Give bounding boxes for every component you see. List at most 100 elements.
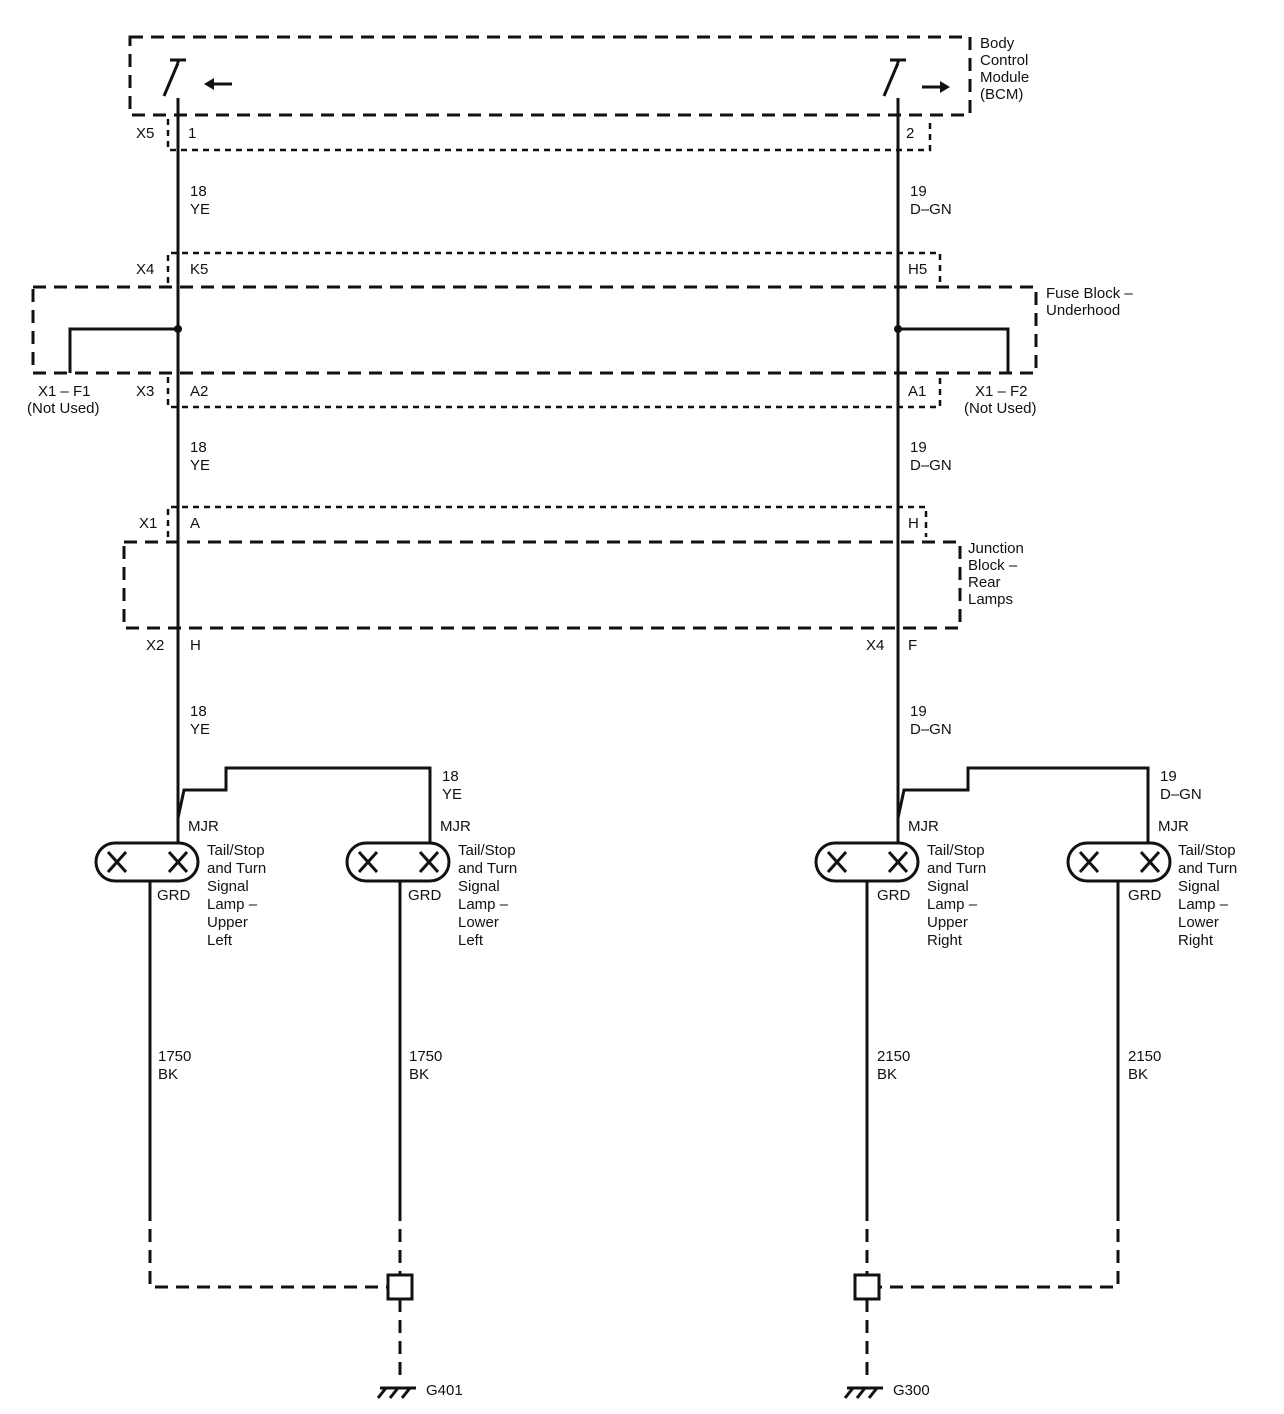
ground-g300-icon: G300: [843, 1382, 930, 1399]
lamp-bulb-icon: [826, 850, 848, 874]
svg-text:(Not Used): (Not Used): [27, 400, 100, 417]
svg-text:18: 18: [190, 703, 207, 720]
svg-text:D–GN: D–GN: [910, 721, 952, 738]
svg-text:Lamp –: Lamp –: [207, 896, 258, 913]
svg-text:Control: Control: [980, 52, 1028, 69]
svg-text:YE: YE: [190, 457, 210, 474]
svg-text:Right: Right: [1178, 932, 1214, 949]
lamp-upper-left: MJR GRD Tail/Stop and Turn Signal Lamp –…: [94, 818, 266, 949]
svg-text:Lamp –: Lamp –: [1178, 896, 1229, 913]
svg-text:2: 2: [906, 125, 914, 142]
svg-text:Rear: Rear: [968, 574, 1001, 591]
svg-text:and Turn: and Turn: [458, 860, 517, 877]
svg-text:Tail/Stop: Tail/Stop: [458, 842, 516, 859]
svg-text:BK: BK: [158, 1066, 178, 1083]
wire-right-splice: [896, 766, 1150, 845]
svg-text:D–GN: D–GN: [910, 201, 952, 218]
arrow-right-icon: [940, 81, 950, 93]
fuse-top-connector: [166, 251, 942, 283]
svg-text:GRD: GRD: [1128, 887, 1162, 904]
junction-block: X1 A H Junction Block – Rear Lamps X2 H …: [122, 505, 1024, 654]
svg-text:Lamp –: Lamp –: [927, 896, 978, 913]
svg-text:MJR: MJR: [908, 818, 939, 835]
svg-text:A1: A1: [908, 383, 926, 400]
svg-text:MJR: MJR: [188, 818, 219, 835]
jb-top-connector: [166, 505, 928, 537]
svg-text:A: A: [190, 515, 200, 532]
svg-text:H5: H5: [908, 261, 927, 278]
svg-text:A2: A2: [190, 383, 208, 400]
lamp-lower-right: MJR GRD Tail/Stop and Turn Signal Lamp –…: [1066, 818, 1237, 949]
svg-text:and Turn: and Turn: [1178, 860, 1237, 877]
lamp-bulb-icon: [887, 850, 909, 874]
svg-text:Upper: Upper: [207, 914, 248, 931]
svg-text:X3: X3: [136, 383, 154, 400]
svg-text:2150: 2150: [1128, 1048, 1161, 1065]
svg-text:Tail/Stop: Tail/Stop: [927, 842, 985, 859]
bcm-connector: X5 1 2: [136, 119, 932, 152]
svg-text:(BCM): (BCM): [980, 86, 1023, 103]
lamp-bulb-icon: [167, 850, 189, 874]
svg-text:Underhood: Underhood: [1046, 302, 1120, 319]
svg-text:YE: YE: [442, 786, 462, 803]
svg-text:1750: 1750: [409, 1048, 442, 1065]
wire-left-splice: [176, 766, 432, 845]
svg-text:Tail/Stop: Tail/Stop: [1178, 842, 1236, 859]
svg-text:19: 19: [910, 183, 927, 200]
fuse-block: X4 K5 H5 Fuse Block – Underhood X3 A2 A1…: [27, 251, 1133, 417]
svg-text:19: 19: [910, 439, 927, 456]
svg-text:Tail/Stop: Tail/Stop: [207, 842, 265, 859]
svg-text:Signal: Signal: [458, 878, 500, 895]
svg-text:Module: Module: [980, 69, 1029, 86]
ground-splice-right: [853, 1273, 881, 1301]
svg-text:X5: X5: [136, 125, 154, 142]
svg-text:and Turn: and Turn: [207, 860, 266, 877]
svg-text:BK: BK: [877, 1066, 897, 1083]
fuse-f2-branch: [898, 327, 1010, 373]
svg-text:G300: G300: [893, 1382, 930, 1399]
svg-text:Lamps: Lamps: [968, 591, 1013, 608]
svg-text:D–GN: D–GN: [1160, 786, 1202, 803]
svg-text:2150: 2150: [877, 1048, 910, 1065]
svg-text:18: 18: [190, 439, 207, 456]
svg-text:and Turn: and Turn: [927, 860, 986, 877]
svg-text:19: 19: [910, 703, 927, 720]
svg-text:F: F: [908, 637, 917, 654]
svg-text:G401: G401: [426, 1382, 463, 1399]
bcm-switch-right: [882, 58, 950, 97]
svg-text:H: H: [908, 515, 919, 532]
svg-text:GRD: GRD: [877, 887, 911, 904]
ground-dash-left-a: [148, 1208, 388, 1289]
svg-text:X4: X4: [136, 261, 154, 278]
svg-text:Signal: Signal: [1178, 878, 1220, 895]
svg-text:Left: Left: [207, 932, 233, 949]
fuse-bottom-connector: [166, 377, 942, 409]
svg-text:YE: YE: [190, 201, 210, 218]
svg-text:BK: BK: [409, 1066, 429, 1083]
svg-text:Signal: Signal: [927, 878, 969, 895]
svg-text:H: H: [190, 637, 201, 654]
lamp-bulb-icon: [1139, 850, 1161, 874]
jb-outline: [122, 540, 962, 630]
svg-text:BK: BK: [1128, 1066, 1148, 1083]
svg-text:19: 19: [1160, 768, 1177, 785]
svg-text:Block –: Block –: [968, 557, 1018, 574]
lamp-bulb-icon: [418, 850, 440, 874]
ground-splice-left: [386, 1273, 414, 1301]
lamp-lower-left: MJR GRD Tail/Stop and Turn Signal Lamp –…: [345, 818, 517, 949]
lamp-bulb-icon: [1078, 850, 1100, 874]
svg-text:1750: 1750: [158, 1048, 191, 1065]
fuse-block-label: Fuse Block –: [1046, 285, 1133, 302]
svg-text:Lower: Lower: [1178, 914, 1219, 931]
svg-text:Signal: Signal: [207, 878, 249, 895]
ground-dash-right-b: [879, 1208, 1120, 1289]
svg-text:YE: YE: [190, 721, 210, 738]
svg-text:GRD: GRD: [157, 887, 191, 904]
bcm-switch-left: [162, 58, 232, 97]
bcm-label: Body: [980, 35, 1015, 52]
svg-text:Left: Left: [458, 932, 484, 949]
svg-text:X4: X4: [866, 637, 884, 654]
svg-text:18: 18: [190, 183, 207, 200]
